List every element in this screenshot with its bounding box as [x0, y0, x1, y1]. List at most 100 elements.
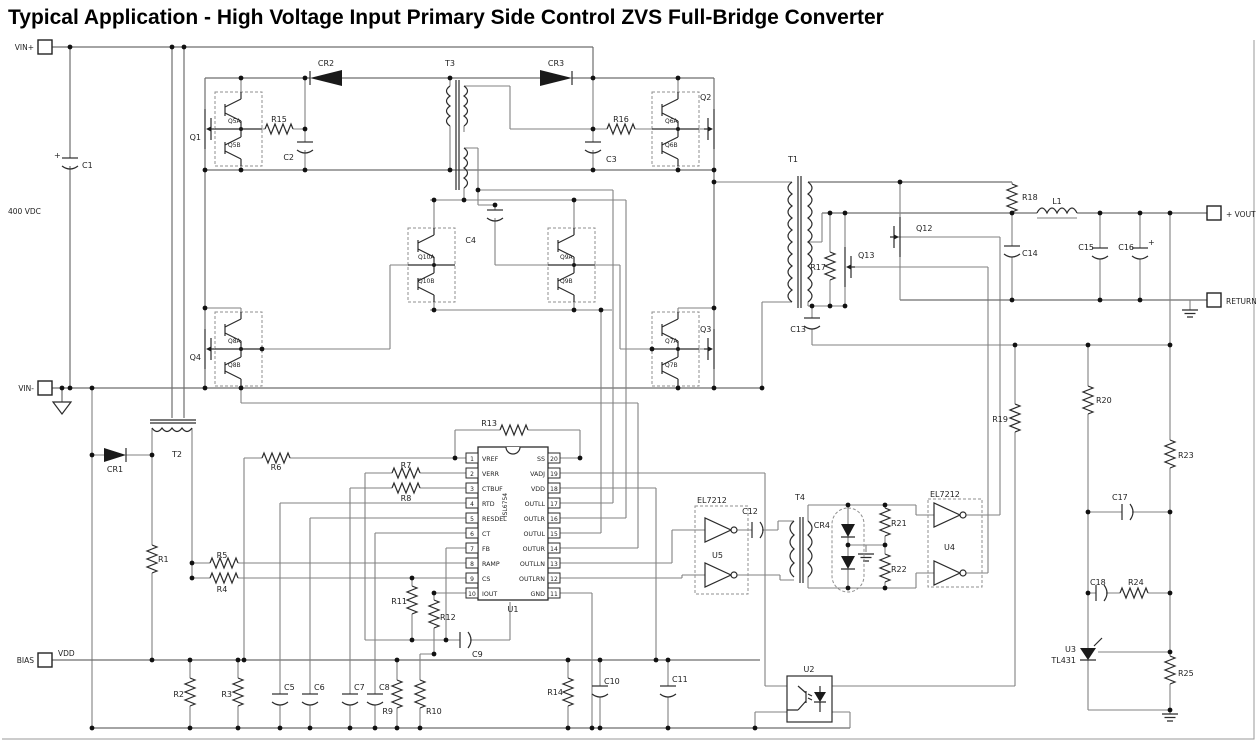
label-c16: C16: [1118, 243, 1134, 252]
pin-name: OUTLR: [524, 516, 546, 523]
label-q7a: Q7A: [665, 338, 679, 345]
pin-num: 8: [470, 561, 474, 568]
pin-num: 3: [470, 486, 474, 493]
pin-num: 16: [550, 516, 558, 523]
label-r7: R7: [401, 461, 412, 470]
pin-name: VADJ: [530, 471, 545, 478]
pin-num: 2: [470, 471, 474, 478]
label-c1: C1: [82, 161, 93, 170]
terminal-vout-label: + VOUT: [1226, 210, 1256, 219]
label-r24: R24: [1128, 578, 1144, 587]
terminal-bias-label: BIAS: [17, 656, 34, 665]
label-r9: R9: [382, 707, 393, 716]
label-c10: C10: [604, 677, 620, 686]
sheet-border: [2, 40, 1255, 740]
label-u5: U5: [712, 551, 723, 560]
pin-num: 18: [550, 486, 558, 493]
pin-name: CS: [482, 576, 490, 583]
pin-num: 7: [470, 546, 474, 553]
label-u4-part: EL7212: [930, 490, 960, 499]
pin-name: GND: [531, 591, 546, 598]
label-c15: C15: [1078, 243, 1094, 252]
pin-name: RESDEL: [482, 516, 507, 523]
label-c2: C2: [283, 153, 294, 162]
label-r22: R22: [891, 565, 907, 574]
label-q5a: Q5A: [228, 118, 242, 125]
label-c12: C12: [742, 507, 758, 516]
label-t3: T3: [444, 59, 455, 68]
label-c9: C9: [472, 650, 483, 659]
pin-num: 5: [470, 516, 474, 523]
pin-num: 20: [550, 456, 558, 463]
pin-name: OUTLL: [525, 501, 546, 508]
label-c11: C11: [672, 675, 688, 684]
label-cr1: CR1: [107, 465, 123, 474]
terminal-vin-plus-label: VIN+: [15, 43, 34, 52]
label-c5: C5: [284, 683, 295, 692]
label-t4: T4: [794, 493, 805, 502]
label-c6: C6: [314, 683, 325, 692]
label-r23: R23: [1178, 451, 1194, 460]
pin-num: 6: [470, 531, 474, 538]
pin-num: 11: [550, 591, 558, 598]
label-r16: R16: [613, 115, 629, 124]
label-q6b: Q6B: [665, 142, 678, 149]
label-r19: R19: [992, 415, 1008, 424]
label-r4: R4: [217, 585, 228, 594]
label-l1: L1: [1052, 197, 1062, 206]
label-q10a: Q10A: [418, 254, 435, 261]
label-q2: Q2: [700, 93, 711, 102]
ic-pin-squares: [465, 452, 561, 599]
pin-name: CTBUF: [482, 486, 503, 493]
pin-name: IOUT: [482, 591, 497, 598]
label-q13: Q13: [858, 251, 874, 260]
pin-name: OUTUR: [523, 546, 546, 553]
label-r14: R14: [547, 688, 563, 697]
label-q7b: Q7B: [665, 362, 678, 369]
pin-name: SS: [537, 456, 545, 463]
label-r12: R12: [440, 613, 456, 622]
bulk-voltage-label: 400 VDC: [8, 207, 41, 216]
label-t1: T1: [787, 155, 798, 164]
label-r8: R8: [401, 494, 412, 503]
pin-name: OUTLLN: [520, 561, 545, 568]
label-u1: U1: [508, 605, 519, 614]
label-r21: R21: [891, 519, 907, 528]
label-r25: R25: [1178, 669, 1194, 678]
c1-polarity: +: [54, 151, 61, 160]
label-c3: C3: [606, 155, 617, 164]
pin-num: 19: [550, 471, 558, 478]
pin-num: 4: [470, 501, 474, 508]
label-q8b: Q8B: [228, 362, 241, 369]
pin-num: 13: [550, 561, 558, 568]
label-r6: R6: [271, 463, 282, 472]
label-q3: Q3: [700, 325, 711, 334]
label-u5-part: EL7212: [697, 496, 727, 505]
label-c13: C13: [790, 325, 806, 334]
label-q12: Q12: [916, 224, 932, 233]
pin-name: VERR: [482, 471, 500, 478]
pin-name: RAMP: [482, 561, 500, 568]
pin-name: RTD: [482, 501, 495, 508]
label-r15: R15: [271, 115, 287, 124]
label-q10b: Q10B: [418, 278, 434, 285]
label-cr2: CR2: [318, 59, 334, 68]
label-r13: R13: [481, 419, 497, 428]
label-u4: U4: [944, 543, 955, 552]
label-r3: R3: [221, 690, 232, 699]
label-u3: U3: [1065, 645, 1076, 654]
label-r11: R11: [391, 597, 407, 606]
label-cr4: CR4: [814, 521, 830, 530]
label-q8a: Q8A: [228, 338, 242, 345]
label-r2: R2: [173, 690, 184, 699]
label-q4: Q4: [190, 353, 201, 362]
label-t2: T2: [171, 450, 182, 459]
label-c4: C4: [465, 236, 476, 245]
pin-name: VREF: [482, 456, 499, 463]
label-r10: R10: [426, 707, 442, 716]
pin-num: 1: [470, 456, 474, 463]
label-r20: R20: [1096, 396, 1112, 405]
pin-num: 15: [550, 531, 558, 538]
pin-num: 14: [550, 546, 558, 553]
